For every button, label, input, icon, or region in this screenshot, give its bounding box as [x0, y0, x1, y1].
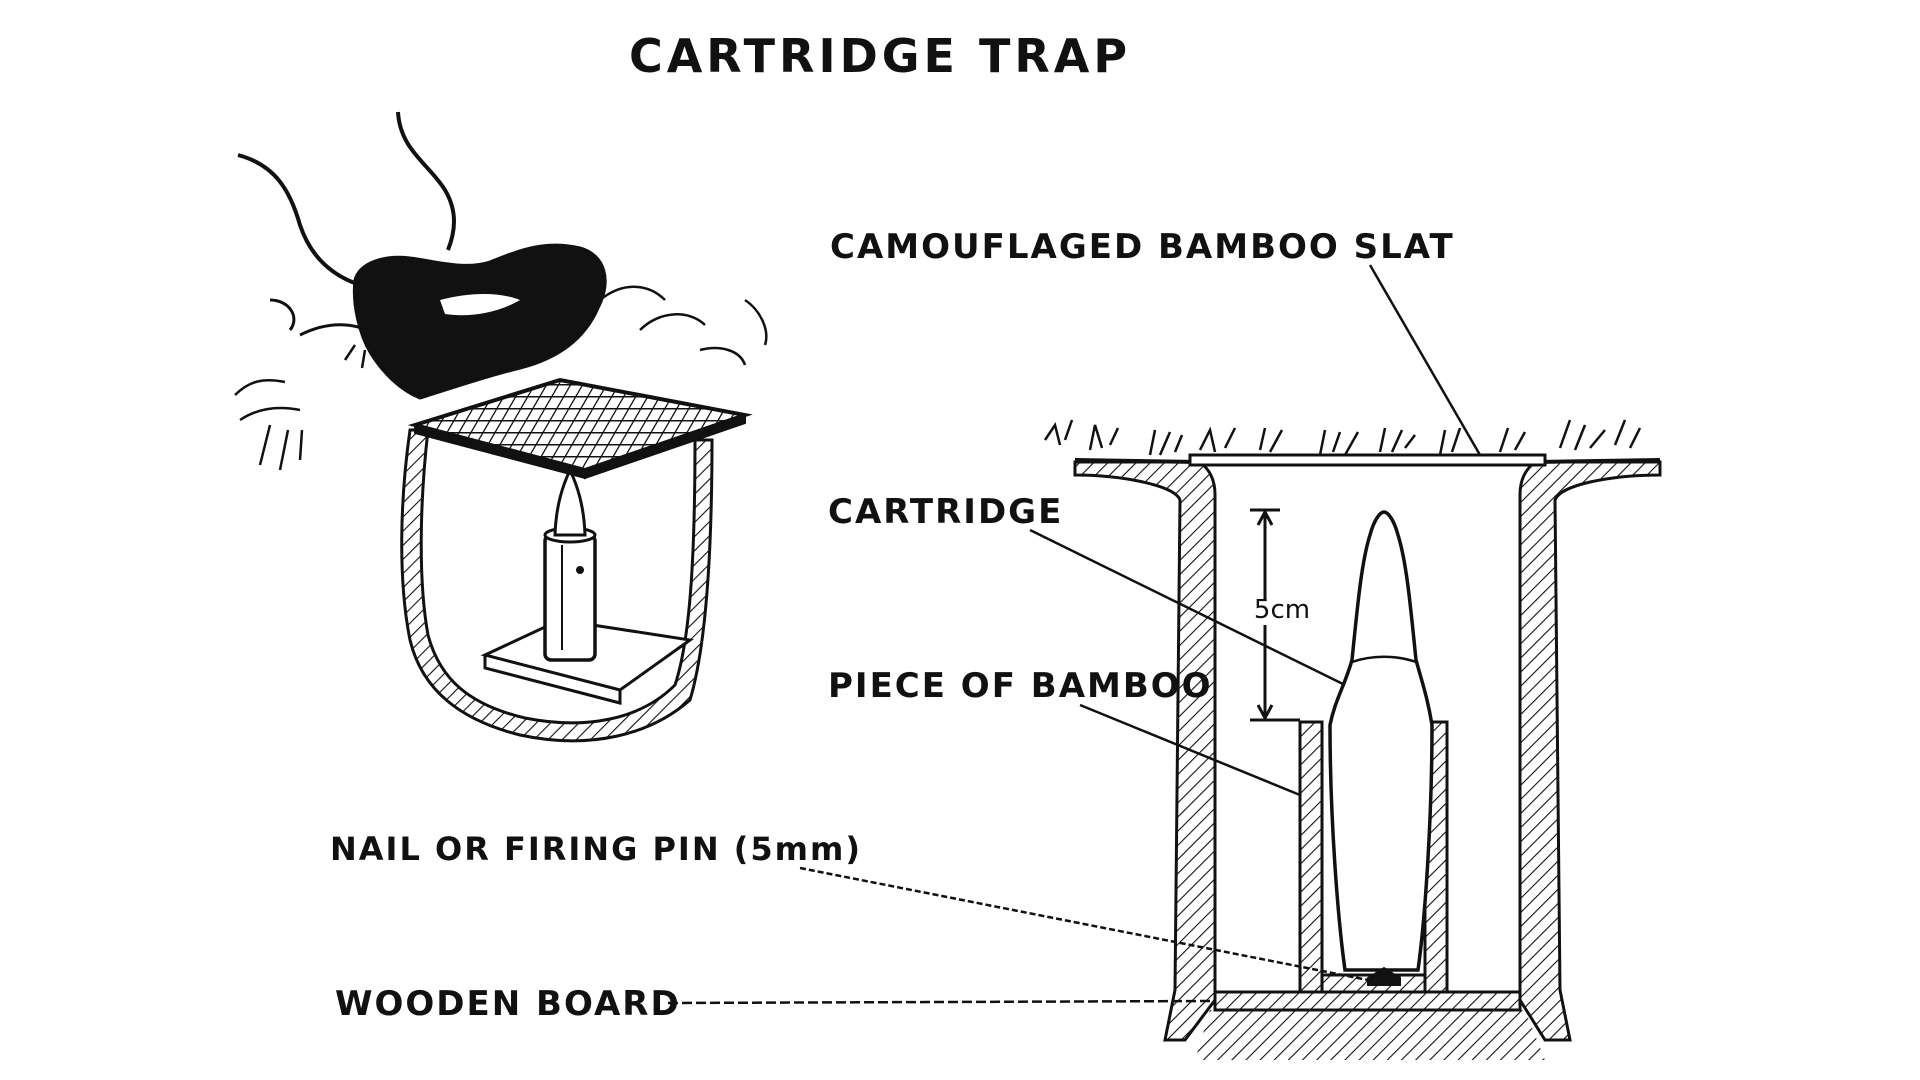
- label-piece-of-bamboo: PIECE OF BAMBOO: [828, 666, 1213, 706]
- pit-wall-left: [400, 428, 714, 743]
- perspective-illustration: [234, 111, 768, 743]
- bamboo-slat-cover: [407, 377, 753, 480]
- soil-left: [1073, 460, 1217, 1042]
- bamboo-piece-perspective: [543, 526, 597, 662]
- wooden-board: [1213, 990, 1522, 1012]
- dimension-label: 5cm: [1254, 595, 1310, 625]
- soil-bottom: [1195, 1010, 1545, 1060]
- soil-right: [1518, 460, 1662, 1042]
- bamboo-tube-left-wall: [1298, 720, 1324, 994]
- leader-nail: [799, 866, 1369, 982]
- label-cartridge: CARTRIDGE: [828, 492, 1063, 532]
- diagram-title: CARTRIDGE TRAP: [629, 29, 1131, 83]
- dimension-marker: [1250, 508, 1300, 722]
- leader-lines: [667, 264, 1482, 1005]
- grass-tufts-left: [234, 285, 768, 471]
- label-camouflaged-bamboo-slat: CAMOUFLAGED BAMBOO SLAT: [830, 227, 1455, 267]
- leader-wooden-board: [667, 999, 1216, 1005]
- leader-cartridge: [1029, 528, 1346, 687]
- bullet-tip-perspective: [553, 466, 587, 537]
- cross-section: 5cm: [1043, 419, 1662, 1060]
- bamboo-slat: [1188, 453, 1547, 467]
- grass-tufts-right: [1043, 419, 1642, 456]
- cartridge-shape: [1328, 510, 1434, 972]
- leader-bamboo-slat: [1368, 264, 1482, 456]
- leader-piece-of-bamboo: [1079, 703, 1301, 797]
- boot-icon: [237, 111, 607, 400]
- label-wooden-board: WOODEN BOARD: [335, 984, 681, 1024]
- label-nail-or-firing-pin: NAIL OR FIRING PIN (5mm): [330, 830, 862, 868]
